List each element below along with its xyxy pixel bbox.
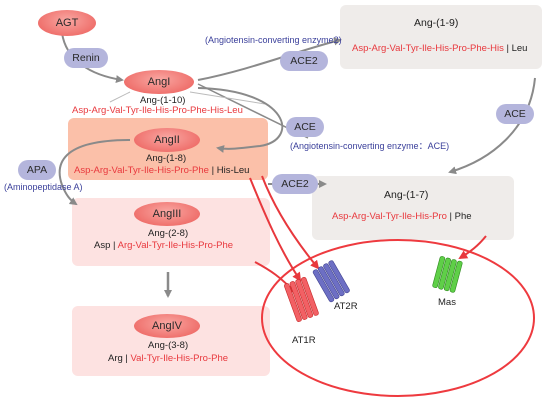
angiii-to-at1r-arrow [254, 261, 296, 294]
ang19-sequence: Asp-Arg-Val-Tyr-Ile-His-Pro-Phe-His [352, 43, 504, 54]
angiv-sequence-line: Arg | Val-Tyr-Ile-His-Pro-Phe [108, 354, 228, 364]
angii-to-angiii-arrow [58, 139, 131, 206]
at1r-label: AT1R [292, 335, 316, 346]
angi-to-angii-arrow [197, 87, 284, 153]
apa-full-name: (Aminopeptidase A) [4, 182, 83, 192]
ace-mid-enzyme: ACE [286, 117, 324, 137]
ace2-top-enzyme: ACE2 [280, 51, 328, 71]
mas-receptor [432, 256, 463, 293]
angii-sequence: Asp-Arg-Val-Tyr-Ile-His-Pro-Phe [74, 165, 209, 176]
angi-bracket [109, 91, 266, 105]
ang17-to-mas-arrow [458, 235, 487, 260]
ang17-cleaved: | Phe [449, 211, 472, 222]
ang17-sequence: Asp-Arg-Val-Tyr-Ile-His-Pro [332, 211, 447, 222]
angiii-range: Ang-(2-8) [148, 228, 189, 239]
ang19-cleaved: | Leu [506, 43, 528, 54]
angiv-range: Ang-(3-8) [148, 340, 189, 351]
ang19-box [340, 5, 542, 69]
at2r-label: AT2R [334, 301, 358, 312]
angiv-cleaved: Arg | [108, 353, 128, 364]
ang19-sequence-line: Asp-Arg-Val-Tyr-Ile-His-Pro-Phe-His | Le… [352, 44, 527, 54]
angi-range: Ang-(1-10) [140, 95, 186, 106]
angii-sequence-line: Asp-Arg-Val-Tyr-Ile-His-Pro-Phe | His-Le… [74, 166, 249, 176]
angii-range: Ang-(1-8) [146, 153, 187, 164]
angiii-node: AngIII [134, 202, 200, 226]
angi-to-ang19-arrow [197, 37, 342, 81]
angiii-sequence: Arg-Val-Tyr-Ile-His-Pro-Phe [117, 240, 234, 251]
agt-node: AGT [38, 10, 96, 36]
ang19-to-ang17-arrow [448, 77, 536, 175]
ace2-full-name: (Angiotensin-converting enzyme2) [205, 35, 342, 45]
ang19-title: Ang-(1-9) [414, 17, 459, 29]
ace-full-name: (Angiotensin-converting enzyme：ACE) [290, 141, 450, 151]
ace2-bottom-enzyme: ACE2 [272, 174, 318, 194]
angiv-node: AngIV [134, 314, 200, 338]
mas-label: Mas [438, 297, 456, 308]
angii-to-at1r-arrow [249, 177, 302, 282]
ang17-box [312, 176, 514, 240]
angii-cleaved: | His-Leu [211, 165, 250, 176]
angi-node: AngI [124, 70, 194, 94]
angiii-sequence-line: Asp | Arg-Val-Tyr-Ile-His-Pro-Phe [94, 241, 233, 251]
renin-enzyme: Renin [64, 48, 108, 68]
ang17-title: Ang-(1-7) [384, 189, 429, 201]
angii-node: AngII [134, 128, 200, 152]
ace-right-enzyme: ACE [496, 104, 534, 124]
angii-to-at2r-arrow [261, 175, 320, 270]
angi-sequence: Asp-Arg-Val-Tyr-Ile-His-Pro-Phe-His-Leu [72, 105, 243, 116]
at1r-receptor [284, 277, 319, 322]
at2r-receptor [312, 260, 350, 303]
angiii-cleaved: Asp | [94, 240, 116, 251]
angiv-sequence: Val-Tyr-Ile-His-Pro-Phe [130, 353, 229, 364]
ang17-sequence-line: Asp-Arg-Val-Tyr-Ile-His-Pro | Phe [332, 212, 472, 222]
apa-enzyme: APA [18, 160, 56, 180]
cell-membrane [261, 239, 535, 397]
